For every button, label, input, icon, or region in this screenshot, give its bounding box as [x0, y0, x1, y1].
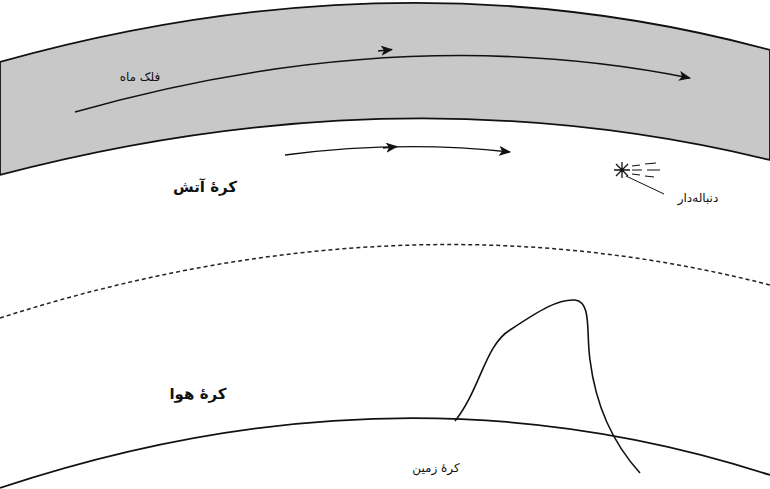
region-label: دنباله‌دار — [678, 187, 719, 206]
region-label: کرهٔ هوا — [169, 384, 226, 403]
fire-motion-arrow — [285, 147, 510, 155]
mountain — [455, 300, 640, 473]
region-label: کرهٔ آتش — [173, 177, 237, 196]
fire-motion-arrow-head — [383, 147, 397, 149]
sphere-name: فلک ماه — [120, 70, 161, 84]
text-label: کرهٔ آتش — [173, 178, 237, 196]
comet — [614, 162, 660, 178]
air-fire-boundary — [0, 245, 770, 318]
leader-line — [626, 176, 664, 194]
region-label: کرهٔ زمین — [412, 457, 459, 476]
earth-surface — [0, 418, 770, 488]
text-label: دنباله‌دار — [678, 191, 719, 205]
text-label: کرهٔ زمین — [412, 461, 459, 475]
text-label: کرهٔ هوا — [169, 385, 226, 403]
band-label: فلک ماه — [120, 66, 161, 85]
